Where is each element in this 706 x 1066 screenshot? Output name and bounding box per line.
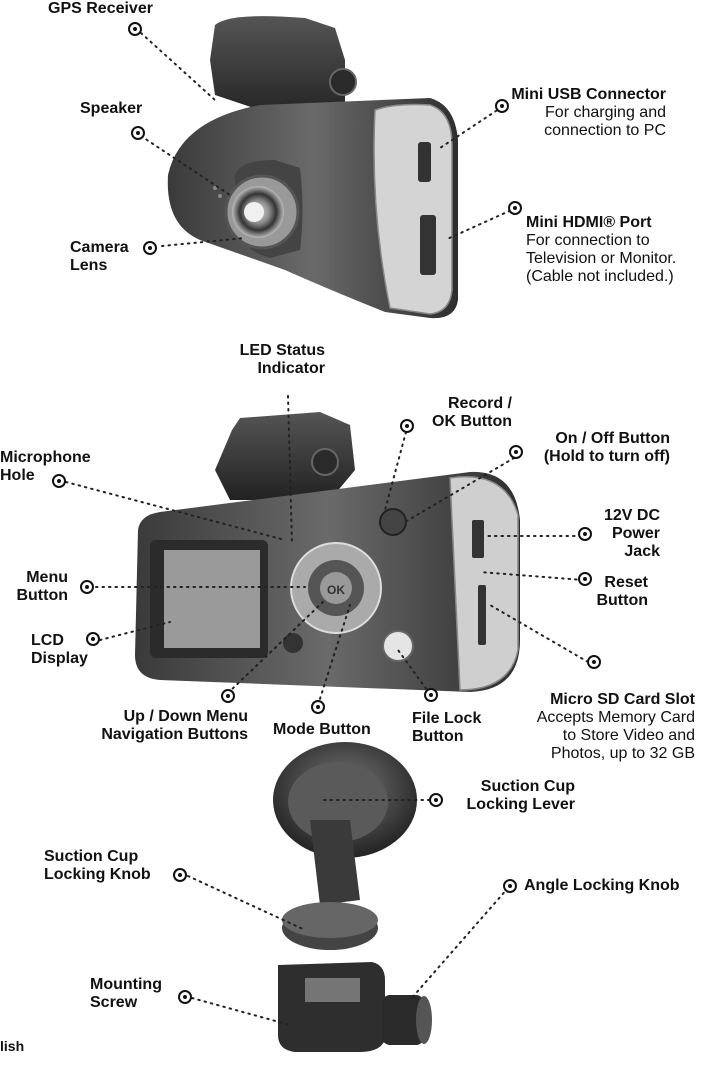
label-menu-button: Menu Button xyxy=(16,569,68,604)
label-up-down: Up / Down Menu Navigation Buttons xyxy=(101,708,248,743)
marker-hdmi xyxy=(508,201,522,215)
marker-mode xyxy=(311,700,325,714)
marker-menu xyxy=(80,580,94,594)
marker-angle-knob xyxy=(503,879,517,893)
label-mini-hdmi: Mini HDMI® Port For connection to Televi… xyxy=(526,196,706,304)
label-power-jack: 12V DC Power Jack xyxy=(603,507,660,560)
page-footer-text: lish xyxy=(0,1038,25,1054)
label-micro-sd: Micro SD Card Slot Accepts Memory Card t… xyxy=(490,673,695,781)
camera-side-view xyxy=(167,16,458,319)
camera-back-view: OK xyxy=(135,412,520,692)
marker-mounting-screw xyxy=(178,990,192,1004)
marker-microphone xyxy=(52,474,66,488)
marker-speaker xyxy=(131,126,145,140)
marker-lcd xyxy=(86,632,100,646)
leader-lines xyxy=(65,32,589,1026)
marker-usb xyxy=(495,99,509,113)
label-on-off: On / Off Button (Hold to turn off) xyxy=(543,430,670,465)
marker-gps xyxy=(128,22,142,36)
marker-record xyxy=(400,419,414,433)
label-mini-usb-desc: For charging and connection to PC xyxy=(544,104,666,139)
label-suction-knob: Suction Cup Locking Knob xyxy=(44,848,151,883)
marker-power xyxy=(578,527,592,541)
label-mini-usb-title: Mini USB Connector xyxy=(511,86,666,103)
ok-button-text: OK xyxy=(327,583,345,597)
label-mounting-screw: Mounting Screw xyxy=(90,976,162,1011)
marker-onoff xyxy=(509,445,523,459)
label-mini-usb: Mini USB Connector For charging and conn… xyxy=(470,68,666,158)
label-microphone: Microphone Hole xyxy=(0,449,91,484)
marker-lens xyxy=(143,241,157,255)
label-mode-button: Mode Button xyxy=(273,721,371,738)
label-record-ok: Record / OK Button xyxy=(432,395,512,430)
suction-mount xyxy=(273,742,432,1052)
marker-suction-lever xyxy=(429,793,443,807)
label-led-status: LED Status Indicator xyxy=(239,342,325,377)
label-reset-button: Reset Button xyxy=(596,574,648,609)
label-camera-lens: Camera Lens xyxy=(70,239,129,274)
marker-reset xyxy=(578,572,592,586)
label-speaker: Speaker xyxy=(80,100,143,117)
marker-updown xyxy=(221,689,235,703)
label-gps-receiver: GPS Receiver xyxy=(48,0,153,17)
label-suction-lever: Suction Cup Locking Lever xyxy=(466,778,575,813)
label-angle-knob: Angle Locking Knob xyxy=(524,877,680,894)
marker-sd xyxy=(587,655,601,669)
label-micro-sd-title: Micro SD Card Slot xyxy=(550,691,695,708)
label-mini-hdmi-desc: For connection to Television or Monitor.… xyxy=(526,232,677,285)
label-file-lock: File Lock Button xyxy=(412,710,482,745)
marker-filelock xyxy=(424,688,438,702)
marker-suction-knob xyxy=(173,868,187,882)
label-lcd-display: LCD Display xyxy=(31,632,88,667)
label-mini-hdmi-title: Mini HDMI® Port xyxy=(526,214,652,231)
label-micro-sd-desc: Accepts Memory Card to Store Video and P… xyxy=(536,709,695,762)
